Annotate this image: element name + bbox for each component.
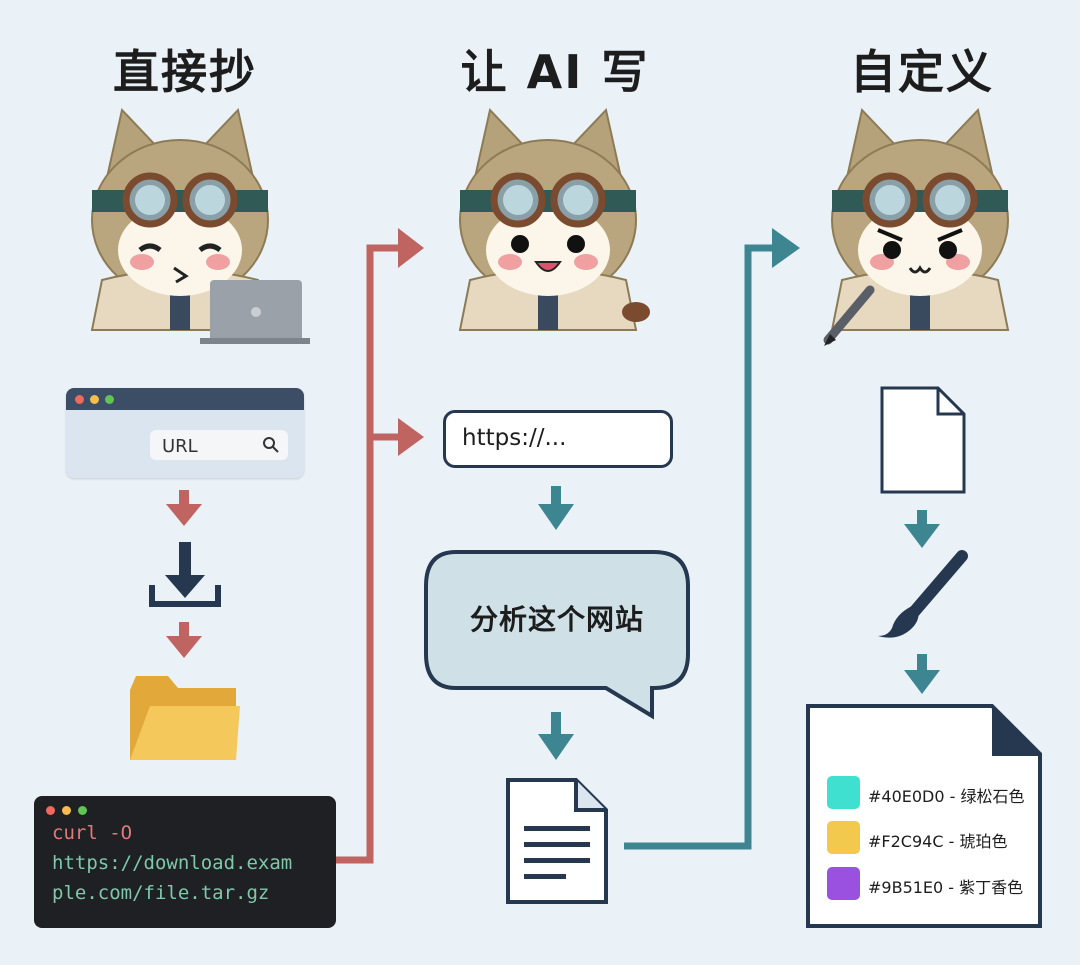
document-icon-middle — [506, 778, 608, 904]
laptop-icon — [200, 280, 310, 344]
browser-title-bar — [66, 388, 304, 410]
browser-window: URL — [66, 388, 304, 478]
url-input-box: https://... — [443, 410, 673, 468]
bubble-text: 分析这个网站 — [469, 603, 644, 636]
swatch-label-amber: #F2C94C - 琥珀色 — [868, 832, 1008, 851]
arrow-doc-to-brush — [904, 510, 940, 548]
url-bar[interactable]: URL — [150, 430, 288, 460]
close-dot — [75, 395, 84, 404]
download-icon — [149, 542, 221, 607]
document-icon-blank — [880, 386, 966, 494]
arrow-bubble-to-document — [538, 712, 574, 760]
speech-bubble — [424, 550, 690, 720]
mascot-happy — [460, 110, 650, 330]
search-icon[interactable] — [262, 436, 280, 454]
terminal-minimize-dot — [62, 806, 71, 815]
terminal-command: curl -O — [52, 822, 133, 844]
arrow-brush-to-palette — [904, 654, 940, 694]
teal-flow-connector — [624, 228, 800, 850]
folder-icon — [130, 676, 240, 760]
arrow-url-to-bubble — [538, 486, 574, 530]
column-title-custom: 自定义 — [850, 45, 994, 99]
swatch-label-turquoise: #40E0D0 - 绿松石色 — [868, 787, 1025, 806]
terminal-maximize-dot — [78, 806, 87, 815]
terminal-url-line-1: https://download.exam — [52, 852, 293, 874]
arrow-browser-to-download — [166, 490, 202, 526]
palette-document — [806, 704, 1042, 928]
swatch-lilac — [827, 867, 860, 900]
mascot-bored — [92, 110, 310, 344]
terminal-close-dot — [46, 806, 55, 815]
swatch-label-lilac: #9B51E0 - 紫丁香色 — [868, 878, 1024, 897]
column-title-ai-write: 让 AI 写 — [460, 45, 650, 99]
mascot-determined — [823, 110, 1008, 346]
arrow-download-to-folder — [166, 622, 202, 658]
red-flow-connector — [336, 228, 424, 864]
swatch-turquoise — [827, 776, 860, 809]
maximize-dot — [105, 395, 114, 404]
minimize-dot — [90, 395, 99, 404]
url-input-text: https://... — [462, 425, 567, 451]
column-title-copy: 直接抄 — [113, 45, 257, 99]
paint-brush-icon — [878, 550, 968, 638]
url-label: URL — [162, 436, 198, 457]
pen-icon — [823, 285, 875, 346]
terminal-window: curl -O https://download.exam ple.com/fi… — [34, 796, 336, 928]
terminal-url-line-2: ple.com/file.tar.gz — [52, 882, 270, 904]
swatch-amber — [827, 821, 860, 854]
